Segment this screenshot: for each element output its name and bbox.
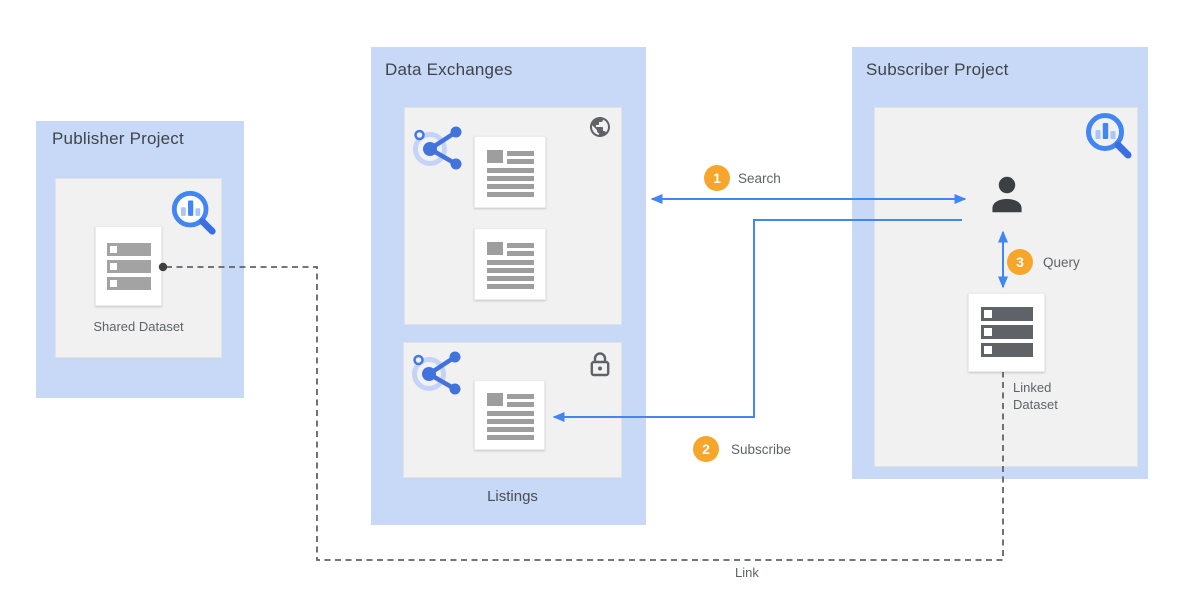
listing-document-icon [474, 228, 546, 300]
subscriber-project-box: Subscriber Project Linked Dataset [852, 47, 1148, 479]
step-2-badge: 2 [693, 436, 719, 462]
subscriber-project-title: Subscriber Project [866, 60, 1009, 79]
analytics-hub-share-icon [413, 126, 462, 170]
dataset-bar [981, 307, 1033, 321]
data-exchanges-box: Data Exchanges [371, 47, 646, 525]
dataset-bar-notch [110, 280, 117, 287]
shared-dataset-label: Shared Dataset [93, 319, 184, 334]
magnifier-chart-icon [171, 190, 216, 235]
publisher-project-title: Publisher Project [52, 129, 184, 148]
exchange-panel-private [403, 342, 622, 478]
listings-label: Listings [487, 488, 538, 505]
linked-dataset-label: Linked Dataset [1013, 380, 1058, 412]
publisher-panel: Shared Dataset [55, 178, 222, 358]
exchange-panel-public [404, 107, 622, 325]
subscriber-panel: Linked Dataset [874, 107, 1138, 467]
step-2-label: Subscribe [731, 442, 792, 457]
person-icon [992, 176, 1022, 213]
magnifier-chart-icon [1086, 113, 1132, 159]
dataset-bar-notch [984, 346, 992, 354]
analytics-hub-share-icon [412, 351, 461, 395]
publisher-project-box: Publisher Project Shared Dataset [36, 121, 244, 398]
dataset-bar-notch [110, 263, 117, 270]
linked-dataset-icon [968, 293, 1045, 372]
listing-document-icon [474, 380, 545, 450]
dataset-bar [107, 260, 151, 273]
globe-icon [590, 117, 610, 137]
step-1-badge: 1 [704, 165, 730, 191]
step-3-label: Query [1043, 255, 1080, 270]
shared-dataset-icon [95, 226, 162, 306]
dataset-bar [107, 243, 151, 256]
dataset-bar-notch [984, 310, 992, 318]
data-exchanges-title: Data Exchanges [385, 60, 513, 79]
dataset-bar-notch [110, 246, 117, 253]
dataset-bar [981, 343, 1033, 357]
dataset-bar [981, 325, 1033, 339]
dataset-bar-notch [984, 328, 992, 336]
lock-icon [590, 352, 610, 377]
step-3-badge: 3 [1007, 249, 1033, 275]
link-label: Link [735, 565, 759, 580]
listing-document-icon [474, 136, 546, 208]
step-1-label: Search [738, 171, 781, 186]
dataset-bar [107, 277, 151, 290]
